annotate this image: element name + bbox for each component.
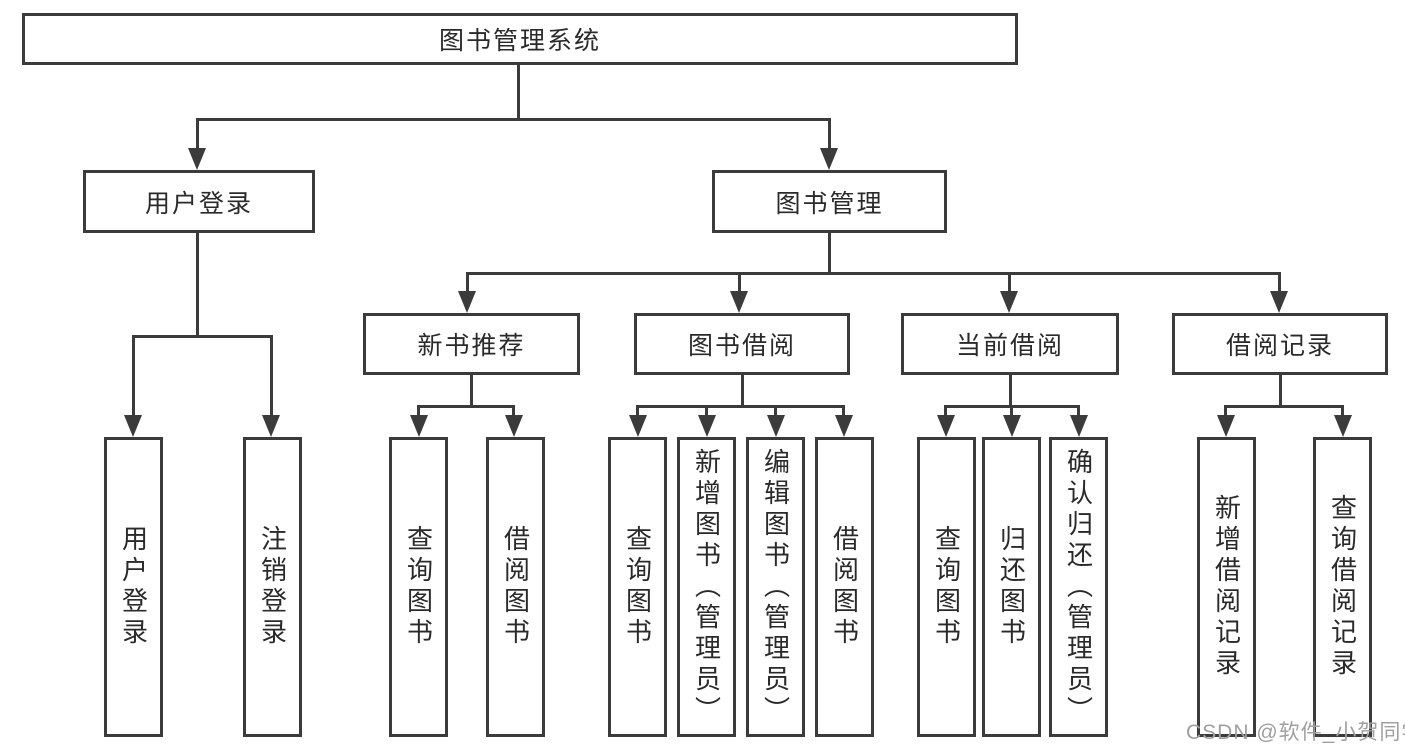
node-leaf-add-record: 新增借阅记录	[1197, 437, 1256, 737]
arrowhead-down-icon	[1003, 415, 1021, 437]
arrowhead-down-icon	[124, 415, 142, 437]
node-book-borrow: 图书借阅	[634, 313, 850, 375]
arrowhead-down-icon	[767, 415, 785, 437]
arrowhead-down-icon	[835, 415, 853, 437]
arrowhead-down-icon	[1270, 291, 1288, 313]
connector-drop-level3	[466, 272, 469, 293]
node-leaf-logout: 注销登录	[243, 437, 302, 737]
node-leaf-query-record-label: 查询借阅记录	[1327, 494, 1358, 680]
arrowhead-down-icon	[1000, 291, 1018, 313]
node-leaf-return-book-label: 归还图书	[996, 525, 1027, 649]
node-root-label: 图书管理系统	[438, 27, 601, 55]
node-leaf-query-book-3-label: 查询图书	[931, 525, 962, 649]
node-leaf-borrow-book-1: 借阅图书	[486, 437, 545, 737]
arrowhead-down-icon	[410, 415, 428, 437]
node-leaf-user-login-label: 用户登录	[118, 525, 149, 649]
arrowhead-down-icon	[188, 148, 206, 170]
connector-drop-level3	[1008, 272, 1011, 293]
connector-user-login-stem	[196, 232, 199, 337]
node-leaf-borrow-book-2: 借阅图书	[815, 437, 874, 737]
node-leaf-query-book-3: 查询图书	[917, 437, 976, 737]
connector-drop-leaf	[1077, 405, 1080, 417]
node-leaf-add-book-label: 新增图书（管理员）	[691, 447, 722, 727]
node-book-borrow-label: 图书借阅	[687, 332, 796, 360]
arrowhead-down-icon	[937, 415, 955, 437]
connector-current-borrow-stem	[1009, 375, 1012, 407]
connector-drop-leaf	[512, 405, 515, 417]
arrowhead-down-icon	[629, 415, 647, 437]
node-leaf-query-book-2: 查询图书	[608, 437, 667, 737]
node-borrow-record-label: 借阅记录	[1225, 332, 1334, 360]
arrowhead-down-icon	[698, 415, 716, 437]
node-leaf-query-record: 查询借阅记录	[1313, 437, 1372, 737]
connector-book-mgmt-stem	[828, 232, 831, 274]
node-user-login-label: 用户登录	[144, 189, 253, 218]
node-leaf-return-book: 归还图书	[982, 437, 1041, 737]
node-leaf-user-login: 用户登录	[104, 437, 163, 737]
arrowhead-down-icon	[505, 415, 523, 437]
connector-branch-borrow-record	[1224, 405, 1344, 408]
watermark: CSDN @软件_小贺同学	[1186, 721, 1405, 744]
connector-drop-leaf	[944, 405, 947, 417]
connector-drop-leaf	[636, 405, 639, 417]
node-current-borrow-label: 当前借阅	[955, 332, 1064, 360]
connector-drop-leaf	[1224, 405, 1227, 417]
connector-drop-user-login	[196, 118, 199, 150]
node-leaf-borrow-book-2-label: 借阅图书	[829, 525, 860, 649]
node-leaf-add-book: 新增图书（管理员）	[677, 437, 736, 737]
connector-new-book-rec-stem	[470, 375, 473, 407]
node-leaf-logout-label: 注销登录	[257, 525, 288, 649]
connector-branch-book-mgmt	[466, 272, 1281, 275]
connector-branch-book-borrow	[636, 405, 845, 408]
connector-drop-leaf	[270, 335, 273, 417]
connector-book-borrow-stem	[741, 375, 744, 407]
connector-branch-user-login	[132, 335, 273, 338]
connector-drop-leaf	[842, 405, 845, 417]
arrowhead-down-icon	[730, 291, 748, 313]
node-book-mgmt: 图书管理	[712, 170, 947, 233]
connector-root-stem	[517, 64, 520, 119]
node-leaf-confirm-return: 确认归还（管理员）	[1049, 437, 1108, 737]
arrowhead-down-icon	[1334, 415, 1352, 437]
node-leaf-confirm-return-label: 确认归还（管理员）	[1063, 447, 1094, 727]
connector-borrow-record-stem	[1279, 375, 1282, 407]
connector-drop-level3	[1278, 272, 1281, 293]
connector-drop-leaf	[417, 405, 420, 417]
node-leaf-query-book-2-label: 查询图书	[622, 525, 653, 649]
node-borrow-record: 借阅记录	[1172, 313, 1388, 375]
connector-branch-new-book-rec	[417, 405, 515, 408]
connector-drop-leaf	[705, 405, 708, 417]
connector-drop-leaf	[1341, 405, 1344, 417]
arrowhead-down-icon	[262, 415, 280, 437]
arrowhead-down-icon	[1217, 415, 1235, 437]
node-new-book-rec-label: 新书推荐	[417, 332, 526, 360]
arrowhead-down-icon	[458, 291, 476, 313]
node-leaf-edit-book: 编辑图书（管理员）	[746, 437, 805, 737]
node-leaf-edit-book-label: 编辑图书（管理员）	[760, 447, 791, 727]
node-current-borrow: 当前借阅	[901, 313, 1119, 375]
node-leaf-borrow-book-1-label: 借阅图书	[500, 525, 531, 649]
connector-drop-leaf	[774, 405, 777, 417]
node-root: 图书管理系统	[22, 13, 1018, 65]
node-book-mgmt-label: 图书管理	[775, 189, 884, 218]
arrowhead-down-icon	[820, 148, 838, 170]
connector-branch-level1	[196, 118, 831, 121]
node-leaf-query-book-1-label: 查询图书	[403, 525, 434, 649]
connector-drop-leaf	[132, 335, 135, 417]
arrowhead-down-icon	[1070, 415, 1088, 437]
connector-drop-leaf	[1010, 405, 1013, 417]
node-leaf-add-record-label: 新增借阅记录	[1211, 494, 1242, 680]
connector-drop-level3	[738, 272, 741, 293]
connector-drop-book-mgmt	[828, 118, 831, 150]
node-new-book-rec: 新书推荐	[363, 313, 580, 375]
node-leaf-query-book-1: 查询图书	[389, 437, 448, 737]
node-user-login: 用户登录	[83, 170, 315, 233]
